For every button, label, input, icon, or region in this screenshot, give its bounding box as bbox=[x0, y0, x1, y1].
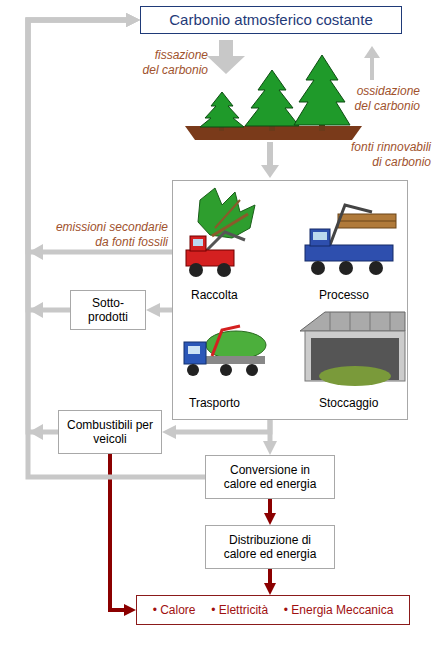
supply-arrow bbox=[261, 142, 279, 178]
forwarder-illustration bbox=[338, 214, 396, 228]
storage-shed-illustration bbox=[319, 366, 391, 386]
truck-illustration bbox=[220, 364, 232, 376]
forwarder-illustration bbox=[313, 232, 327, 240]
harvester-illustration bbox=[193, 239, 203, 246]
box-label: Combustibili per veicoli bbox=[65, 418, 155, 447]
output-box: • Calore • Elettricità • Energia Meccanica bbox=[136, 595, 410, 625]
junction-arrowheads bbox=[29, 302, 43, 318]
distribution-box: Distribuzione di calore ed energia bbox=[205, 525, 335, 569]
harvester-illustration bbox=[215, 200, 240, 228]
harvester-illustration bbox=[190, 236, 206, 251]
forest-illustration bbox=[200, 92, 244, 127]
forwarder-illustration bbox=[305, 205, 396, 275]
harvester-illustration bbox=[217, 263, 231, 277]
fixation-arrow bbox=[207, 40, 245, 74]
forwarder-illustration bbox=[338, 221, 396, 222]
forwarder-illustration bbox=[330, 205, 372, 245]
storage-shed-illustration bbox=[370, 312, 371, 331]
carbon-flow-arrow bbox=[28, 20, 205, 477]
junction-arrowheads bbox=[29, 244, 43, 440]
connector-group bbox=[28, 20, 270, 610]
process-group: Raccolta ProcessoTrasporto Stoccaggio bbox=[172, 180, 408, 420]
stage-label: Processo bbox=[319, 288, 369, 302]
storage-shed-illustration bbox=[330, 312, 331, 331]
box-label: Sotto-prodotti bbox=[75, 296, 141, 325]
box-label: Carbonio atmosferico costante bbox=[169, 11, 372, 29]
process-note: ossidazione del carbonio bbox=[350, 84, 420, 114]
stage-label: Raccolta bbox=[191, 288, 238, 302]
box-label: • Energia Meccanica bbox=[284, 603, 394, 617]
fuel-box: Combustibili per veicoli bbox=[58, 410, 162, 454]
byproduct-box: Sotto-prodotti bbox=[70, 290, 146, 330]
process-note: fissazione del carbonio bbox=[140, 48, 208, 78]
process-note: fonti rinnovabili di carbonio bbox=[345, 140, 431, 170]
carbon-flow-arrow bbox=[176, 420, 270, 432]
stage-label: Trasporto bbox=[189, 396, 240, 410]
harvester-illustration bbox=[205, 232, 245, 252]
box-label: • Calore bbox=[153, 603, 196, 617]
oxidation-arrow bbox=[370, 56, 374, 80]
junction-arrowheads bbox=[29, 424, 43, 440]
truck-illustration bbox=[187, 364, 199, 376]
storage-shed-illustration bbox=[390, 312, 391, 331]
carbon-flow-arrow bbox=[160, 308, 172, 313]
conversion-box: Conversione in calore ed energia bbox=[205, 455, 335, 499]
oxidation-arrow bbox=[364, 46, 380, 80]
supply-arrow bbox=[261, 165, 279, 178]
truck-illustration bbox=[205, 356, 265, 364]
energy-flow-arrow bbox=[268, 499, 272, 513]
harvester-illustration bbox=[189, 263, 203, 277]
truck-illustration bbox=[188, 346, 200, 354]
truck-illustration bbox=[184, 342, 206, 364]
carbon-flow-arrow bbox=[28, 20, 172, 252]
truck-illustration bbox=[246, 364, 258, 376]
forwarder-illustration bbox=[305, 245, 393, 261]
truck-illustration bbox=[184, 326, 266, 376]
forwarder-illustration bbox=[339, 261, 353, 275]
harvester-illustration bbox=[186, 188, 255, 277]
energy-flow-arrow bbox=[110, 454, 124, 610]
forwarder-illustration bbox=[369, 261, 383, 275]
forest-illustration bbox=[245, 70, 299, 126]
junction-arrowheads bbox=[29, 244, 43, 260]
carbon-flow-arrow bbox=[268, 420, 273, 441]
box-label: Distribuzione di calore ed energia bbox=[214, 533, 326, 562]
carbon-flow-arrow bbox=[28, 20, 126, 310]
stage-label: Stoccaggio bbox=[319, 396, 378, 410]
harvester-illustration bbox=[198, 188, 255, 238]
box-label: Conversione in calore ed energia bbox=[214, 463, 326, 492]
forest-illustration bbox=[185, 55, 362, 140]
storage-shed-illustration bbox=[300, 312, 405, 331]
forwarder-illustration bbox=[311, 261, 325, 275]
energy-flow-arrow bbox=[268, 569, 272, 583]
fixation-arrow bbox=[207, 40, 245, 74]
supply-arrow bbox=[267, 142, 273, 166]
forwarder-illustration bbox=[310, 229, 330, 246]
source-box: Carbonio atmosferico costante bbox=[140, 6, 402, 34]
edge-label: emissioni secondarie da fonti fossili bbox=[48, 220, 168, 250]
storage-shed-illustration bbox=[350, 312, 351, 331]
storage-shed-illustration bbox=[300, 312, 405, 386]
box-label: • Elettricità bbox=[211, 603, 268, 617]
forest-illustration bbox=[294, 55, 350, 125]
oxidation-arrow bbox=[364, 46, 380, 58]
carbon-flow-arrow bbox=[28, 20, 126, 432]
truck-illustration bbox=[212, 326, 240, 356]
